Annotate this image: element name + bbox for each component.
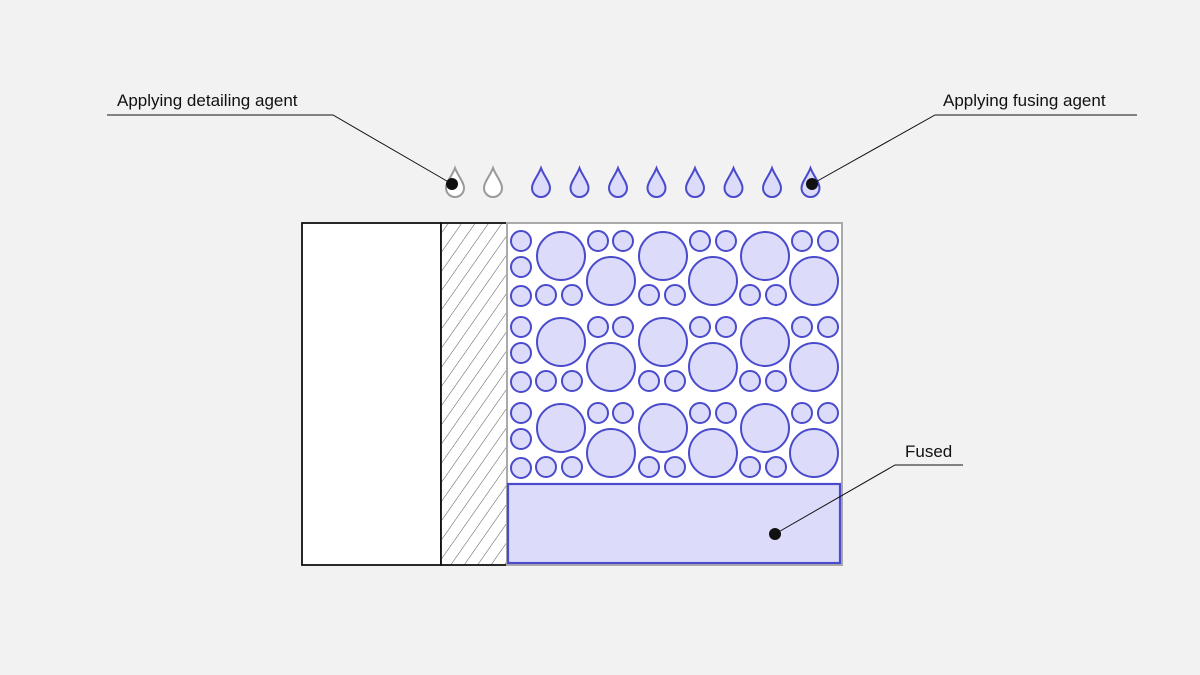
powder-particle-icon [537,232,585,280]
powder-particle-icon [740,371,760,391]
powder-particle-icon [511,343,531,363]
powder-particle-icon [639,285,659,305]
powder-particle-icon [511,257,531,277]
powder-particle-icon [639,318,687,366]
powder-particle-icon [790,257,838,305]
powder-particle-icon [690,231,710,251]
agent-drops [446,168,820,197]
powder-particle-icon [511,231,531,251]
powder-particle-icon [818,403,838,423]
powder-particle-icon [587,257,635,305]
unprinted-region [302,223,441,565]
detailing-leader-line [107,115,452,184]
powder-particle-icon [639,457,659,477]
powder-particle-icon [665,457,685,477]
powder-particle-icon [536,371,556,391]
powder-particle-icon [536,457,556,477]
powder-particle-icon [613,403,633,423]
powder-particle-icon [792,317,812,337]
powder-particle-icon [741,404,789,452]
powder-particle-icon [562,457,582,477]
powder-particle-icon [716,403,736,423]
powder-particle-icon [511,372,531,392]
powder-particle-icon [740,285,760,305]
powder-particle-icon [613,231,633,251]
powder-particle-icon [511,403,531,423]
powder-particle-icon [562,285,582,305]
powder-particle-icon [790,429,838,477]
fusing-drop-icon [686,168,704,197]
fusing-drop-icon [648,168,666,197]
powder-particle-icon [792,231,812,251]
powder-particle-icon [741,318,789,366]
powder-particle-icon [766,285,786,305]
fusing-drop-icon [609,168,627,197]
powder-particle-icon [766,371,786,391]
detailing-marker-dot [446,178,458,190]
powder-particle-icon [790,343,838,391]
powder-particle-icon [665,285,685,305]
fusing-marker-dot [806,178,818,190]
powder-particle-icon [716,317,736,337]
powder-particle-icon [690,403,710,423]
powder-particle-icon [792,403,812,423]
powder-particle-icon [587,343,635,391]
powder-particle-icon [613,317,633,337]
fused-marker-dot [769,528,781,540]
powder-particle-icon [587,429,635,477]
fused-layer [508,484,840,563]
detailing-agent-label: Applying detailing agent [117,91,298,111]
powder-particle-icon [818,317,838,337]
fusing-drop-icon [571,168,589,197]
powder-particle-icon [689,343,737,391]
powder-particle-icon [818,231,838,251]
powder-particle-icon [562,371,582,391]
detailing-drop-icon [484,168,502,197]
fusing-drop-icon [763,168,781,197]
powder-particle-icon [639,232,687,280]
powder-particle-icon [588,231,608,251]
powder-particle-icon [537,318,585,366]
powder-particle-icon [639,371,659,391]
powder-particle-icon [690,317,710,337]
powder-particle-icon [537,404,585,452]
powder-particle-icon [740,457,760,477]
powder-particle-icon [511,317,531,337]
powder-particle-icon [511,458,531,478]
powder-particle-icon [511,429,531,449]
powder-particle-icon [766,457,786,477]
powder-particle-icon [689,429,737,477]
fusing-drop-icon [532,168,550,197]
powder-particle-icon [741,232,789,280]
fusing-drop-icon [725,168,743,197]
powder-particle-icon [588,317,608,337]
powder-particle-icon [639,404,687,452]
powder-particle-icon [665,371,685,391]
detailing-hatch [442,224,506,564]
fused-label: Fused [905,442,952,462]
powder-particle-icon [588,403,608,423]
powder-particle-icon [511,286,531,306]
powder-particle-icon [716,231,736,251]
powder-particle-icon [536,285,556,305]
fusing-agent-label: Applying fusing agent [943,91,1106,111]
fusing-leader-line [812,115,1137,184]
powder-particle-icon [689,257,737,305]
